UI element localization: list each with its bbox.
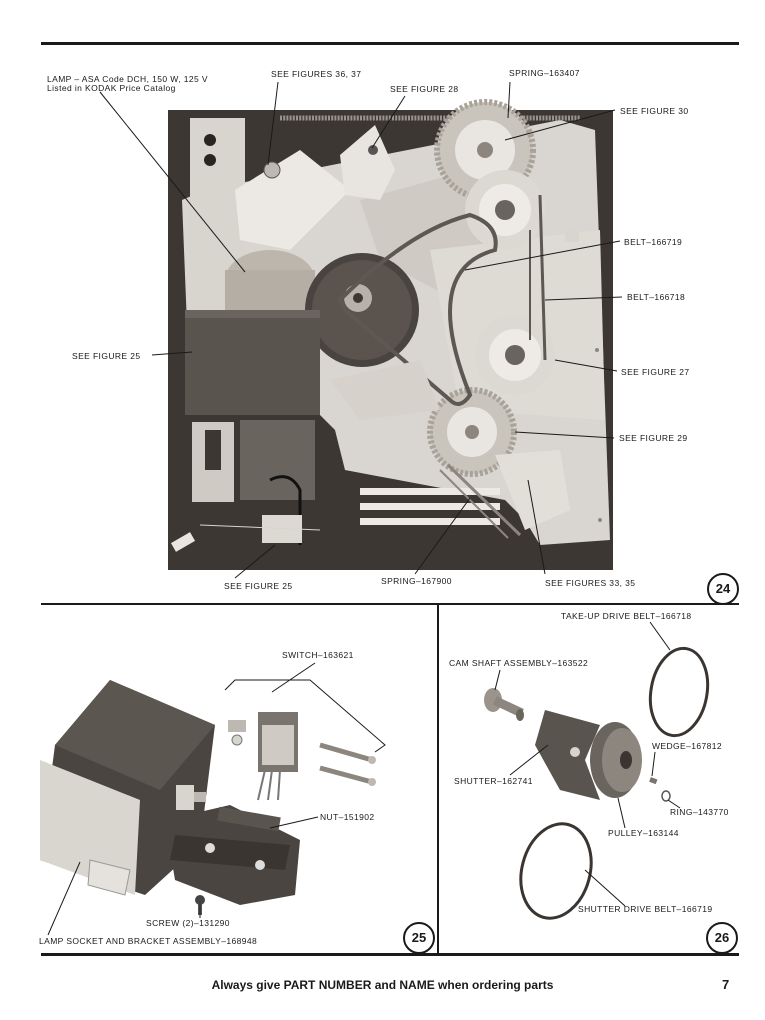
vent-slots bbox=[360, 488, 500, 525]
footer-note: Always give PART NUMBER and NAME when or… bbox=[211, 978, 554, 992]
label-see-figure-25-bottom: SEE FIGURE 25 bbox=[224, 581, 293, 591]
label-see-figure-27: SEE FIGURE 27 bbox=[621, 367, 690, 377]
label-switch-163621: SWITCH–163621 bbox=[282, 650, 354, 660]
figure-24-number: 24 bbox=[707, 573, 739, 605]
pulley-upper bbox=[465, 170, 545, 250]
label-belt-166718: BELT–166718 bbox=[627, 292, 686, 302]
label-cam-shaft-assembly: CAM SHAFT ASSEMBLY–163522 bbox=[449, 658, 589, 668]
column-divider bbox=[437, 604, 439, 954]
label-spring-163407: SPRING–163407 bbox=[509, 68, 580, 78]
pulley-lower bbox=[475, 315, 555, 395]
label-nut-151902: NUT–151902 bbox=[320, 812, 375, 822]
belt-166718 bbox=[538, 194, 547, 361]
label-spring-167900: SPRING–167900 bbox=[381, 576, 452, 586]
label-see-figure-29: SEE FIGURE 29 bbox=[619, 433, 688, 443]
top-rule bbox=[41, 42, 739, 45]
label-lamp-socket-assembly: LAMP SOCKET AND BRACKET ASSEMBLY–168948 bbox=[39, 936, 258, 946]
label-lamp-line1: LAMP – ASA Code DCH, 150 W, 125 V bbox=[47, 74, 208, 84]
label-take-up-drive-belt: TAKE-UP DRIVE BELT–166718 bbox=[561, 611, 692, 621]
label-lamp-line2: Listed in KODAK Price Catalog bbox=[47, 83, 176, 93]
label-see-figures-36-37: SEE FIGURES 36, 37 bbox=[271, 69, 362, 79]
page-number: 7 bbox=[722, 977, 730, 992]
label-wedge-167812: WEDGE–167812 bbox=[652, 741, 723, 751]
label-see-figure-25-left: SEE FIGURE 25 bbox=[72, 351, 141, 361]
gear-lower bbox=[427, 387, 517, 477]
label-ring-143770: RING–143770 bbox=[670, 807, 729, 817]
bottom-rule bbox=[41, 953, 739, 956]
label-shutter-162741: SHUTTER–162741 bbox=[454, 776, 533, 786]
label-shutter-drive-belt: SHUTTER DRIVE BELT–166719 bbox=[578, 904, 713, 914]
lamp-house bbox=[185, 310, 320, 415]
figure-24-leaders bbox=[99, 81, 623, 579]
figure-25-number: 25 bbox=[403, 922, 435, 954]
label-see-figures-33-35: SEE FIGURES 33, 35 bbox=[545, 578, 636, 588]
label-screw-131290: SCREW (2)–131290 bbox=[146, 918, 230, 928]
figure-26-number: 26 bbox=[706, 922, 738, 954]
top-screw bbox=[263, 161, 281, 179]
label-see-figure-30: SEE FIGURE 30 bbox=[620, 106, 689, 116]
label-see-figure-28: SEE FIGURE 28 bbox=[390, 84, 459, 94]
middle-rule bbox=[41, 603, 739, 605]
label-belt-166719: BELT–166719 bbox=[624, 237, 683, 247]
label-pulley-163144: PULLEY–163144 bbox=[608, 828, 679, 838]
